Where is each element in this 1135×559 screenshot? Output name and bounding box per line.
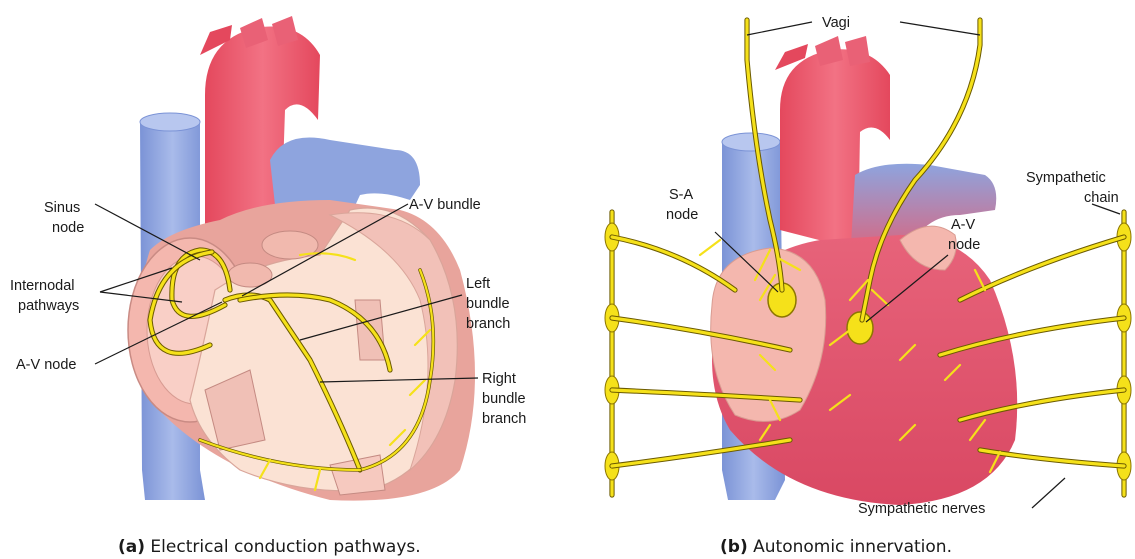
label-av-node: A-V node xyxy=(16,357,76,373)
label-vagi: Vagi xyxy=(822,15,850,31)
label-sinus-node-1: Sinus xyxy=(44,200,80,216)
label-right-bundle-3: branch xyxy=(482,411,526,427)
label-av-bundle: A-V bundle xyxy=(409,197,481,213)
label-right-bundle-2: bundle xyxy=(482,391,526,407)
label-av-node-b-2: node xyxy=(948,237,980,253)
caption-a: (a) Electrical conduction pathways. xyxy=(118,537,421,557)
caption-b-text: Autonomic innervation. xyxy=(748,537,952,557)
label-internodal-1: Internodal xyxy=(10,278,75,294)
label-av-node-b-1: A-V xyxy=(951,217,976,233)
label-internodal-2: pathways xyxy=(18,298,79,314)
panel-b-illustration xyxy=(711,36,1018,505)
label-right-bundle-1: Right xyxy=(482,371,516,387)
label-left-bundle-1: Left xyxy=(466,276,490,292)
label-sinus-node-2: node xyxy=(52,220,84,236)
label-sympathetic-chain-1: Sympathetic xyxy=(1026,170,1106,186)
caption-a-text: Electrical conduction pathways. xyxy=(145,537,421,557)
caption-a-letter: (a) xyxy=(118,537,145,557)
label-sa-node-2: node xyxy=(666,207,698,223)
caption-b-letter: (b) xyxy=(720,537,748,557)
label-left-bundle-2: bundle xyxy=(466,296,510,312)
label-sympathetic-nerves: Sympathetic nerves xyxy=(858,501,985,517)
label-left-bundle-3: branch xyxy=(466,316,510,332)
caption-b: (b) Autonomic innervation. xyxy=(720,537,952,557)
label-sa-node-1: S-A xyxy=(669,187,694,203)
label-sympathetic-chain-2: chain xyxy=(1084,190,1119,206)
panel-a-illustration xyxy=(128,16,475,501)
